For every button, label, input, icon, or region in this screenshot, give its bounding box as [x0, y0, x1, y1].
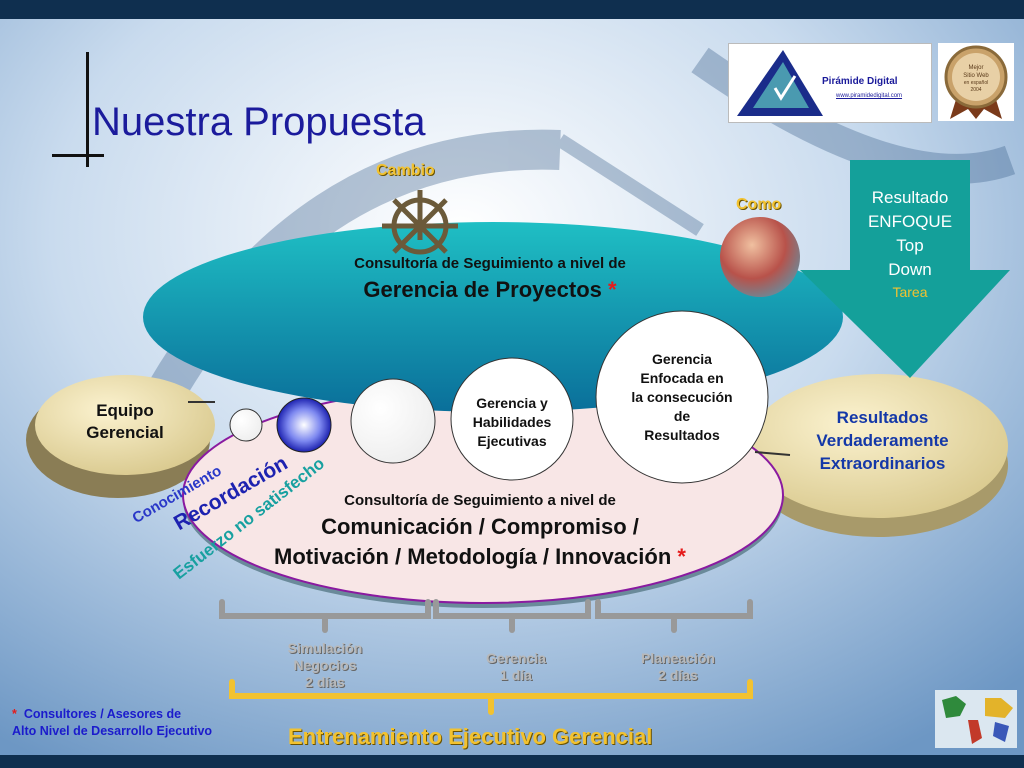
- arrow-line-down: Down: [888, 260, 932, 279]
- ball-mid-line3: Ejecutivas: [477, 433, 547, 449]
- top-ellipse-line1: Consultoría de Seguimiento a nivel de: [354, 255, 626, 272]
- arrow-line-resultado: Resultado: [871, 188, 949, 207]
- right-disc-line2: Verdaderamente: [816, 431, 949, 450]
- bracket1-line1: Simulación: [287, 640, 363, 656]
- bracket2-line1: Gerencia: [486, 650, 546, 666]
- ball-mid-line2: Habilidades: [472, 414, 552, 430]
- arrow-line-top: Top: [896, 236, 924, 255]
- arrow-sub: Tarea: [892, 284, 928, 300]
- ball-right-line1: Gerencia: [652, 351, 712, 367]
- bracket-simulacion: Simulación Negocios 2 días: [265, 640, 385, 691]
- top-ellipse-star: *: [608, 277, 617, 302]
- footnote-text1: Consultores / Asesores de: [23, 707, 182, 721]
- right-disc: Resultados Verdaderamente Extraordinario…: [790, 406, 975, 475]
- svg-text:Sitio Web: Sitio Web: [963, 73, 989, 79]
- right-disc-line3: Extraordinarios: [819, 454, 946, 473]
- ball-mid-line1: Gerencia y: [476, 395, 548, 411]
- footnote-line2: Alto Nivel de Desarrollo Ejecutivo: [12, 724, 213, 738]
- bracket1-line2: Negocios: [293, 657, 357, 673]
- award-seal-icon: Mejor Sitio Web en español 2004: [944, 45, 1008, 119]
- svg-text:Mejor: Mejor: [968, 65, 983, 71]
- ball-right-line5: Resultados: [644, 427, 720, 443]
- top-bar: [0, 0, 1024, 19]
- left-disc: Equipo Gerencial: [60, 400, 190, 444]
- svg-text:en español: en español: [964, 80, 988, 86]
- arrow-line-enfoque: ENFOQUE: [867, 212, 953, 231]
- top-ellipse-line2: Gerencia de Proyectos *: [363, 277, 616, 303]
- piramide-digital-logo[interactable]: [728, 43, 932, 123]
- ball-gerencia-habilidades: Gerencia y Habilidades Ejecutivas: [452, 394, 572, 451]
- bottom-ellipse-line3: Motivación / Metodología / Innovación *: [274, 544, 686, 570]
- logo-name: Pirámide Digital: [822, 76, 898, 87]
- ball-right-line3: la consecución: [631, 389, 733, 405]
- mosaic-ball-icon: [720, 217, 800, 297]
- ball-gerencia-enfocada: Gerencia Enfocada en la consecución de R…: [600, 350, 764, 445]
- top-ellipse: Consultoría de Seguimiento a nivel de Ge…: [250, 255, 730, 303]
- steering-wheel-icon: [385, 188, 455, 238]
- bottom-ellipse: Consultoría de Seguimiento a nivel de Co…: [230, 492, 730, 570]
- footnote-line1: * Consultores / Asesores de: [12, 706, 212, 723]
- bracket-planeacion: Planeación 2 días: [618, 650, 738, 684]
- bottom-ellipse-title: Motivación / Metodología / Innovación: [274, 544, 672, 569]
- right-disc-line1: Resultados: [836, 408, 929, 427]
- title-accent-line-horizontal: [52, 154, 104, 157]
- left-disc-line1: Equipo: [96, 401, 154, 420]
- bracket3-line1: Planeación: [641, 650, 715, 666]
- training-title: Entrenamiento Ejecutivo Gerencial: [288, 724, 653, 749]
- bottom-ellipse-star: *: [677, 544, 686, 569]
- svg-text:2004: 2004: [970, 87, 981, 93]
- bottom-bar: [0, 755, 1024, 768]
- footnote-star: *: [12, 707, 17, 721]
- bottom-ellipse-line2: Comunicación / Compromiso /: [321, 514, 639, 539]
- slide-title: Nuestra Propuesta: [92, 100, 426, 144]
- title-accent-line: [86, 52, 89, 167]
- bracket2-line2: 1 día: [500, 667, 532, 683]
- pyramid-logo-icon: [737, 50, 823, 116]
- world-map-icon: [935, 690, 1017, 748]
- bottom-ellipse-line1: Consultoría de Seguimiento a nivel de: [344, 492, 616, 509]
- ball-right-line4: de: [673, 408, 691, 424]
- como-label: Como: [736, 196, 782, 213]
- logo-url[interactable]: www.piramidedigital.com: [836, 93, 903, 99]
- cambio-label: Cambio: [376, 162, 435, 179]
- top-ellipse-title: Gerencia de Proyectos: [363, 277, 602, 302]
- left-disc-line2: Gerencial: [86, 423, 164, 442]
- ball-right-line2: Enfocada en: [640, 370, 724, 386]
- award-seal: Mejor Sitio Web en español 2004: [938, 43, 1014, 121]
- bracket-gerencia: Gerencia 1 día: [456, 650, 576, 684]
- bracket1-line3: 2 días: [305, 674, 345, 690]
- bracket3-line2: 2 días: [658, 667, 698, 683]
- result-arrow: Resultado ENFOQUE Top Down Tarea: [850, 186, 970, 302]
- footnote: * Consultores / Asesores de Alto Nivel d…: [12, 706, 212, 740]
